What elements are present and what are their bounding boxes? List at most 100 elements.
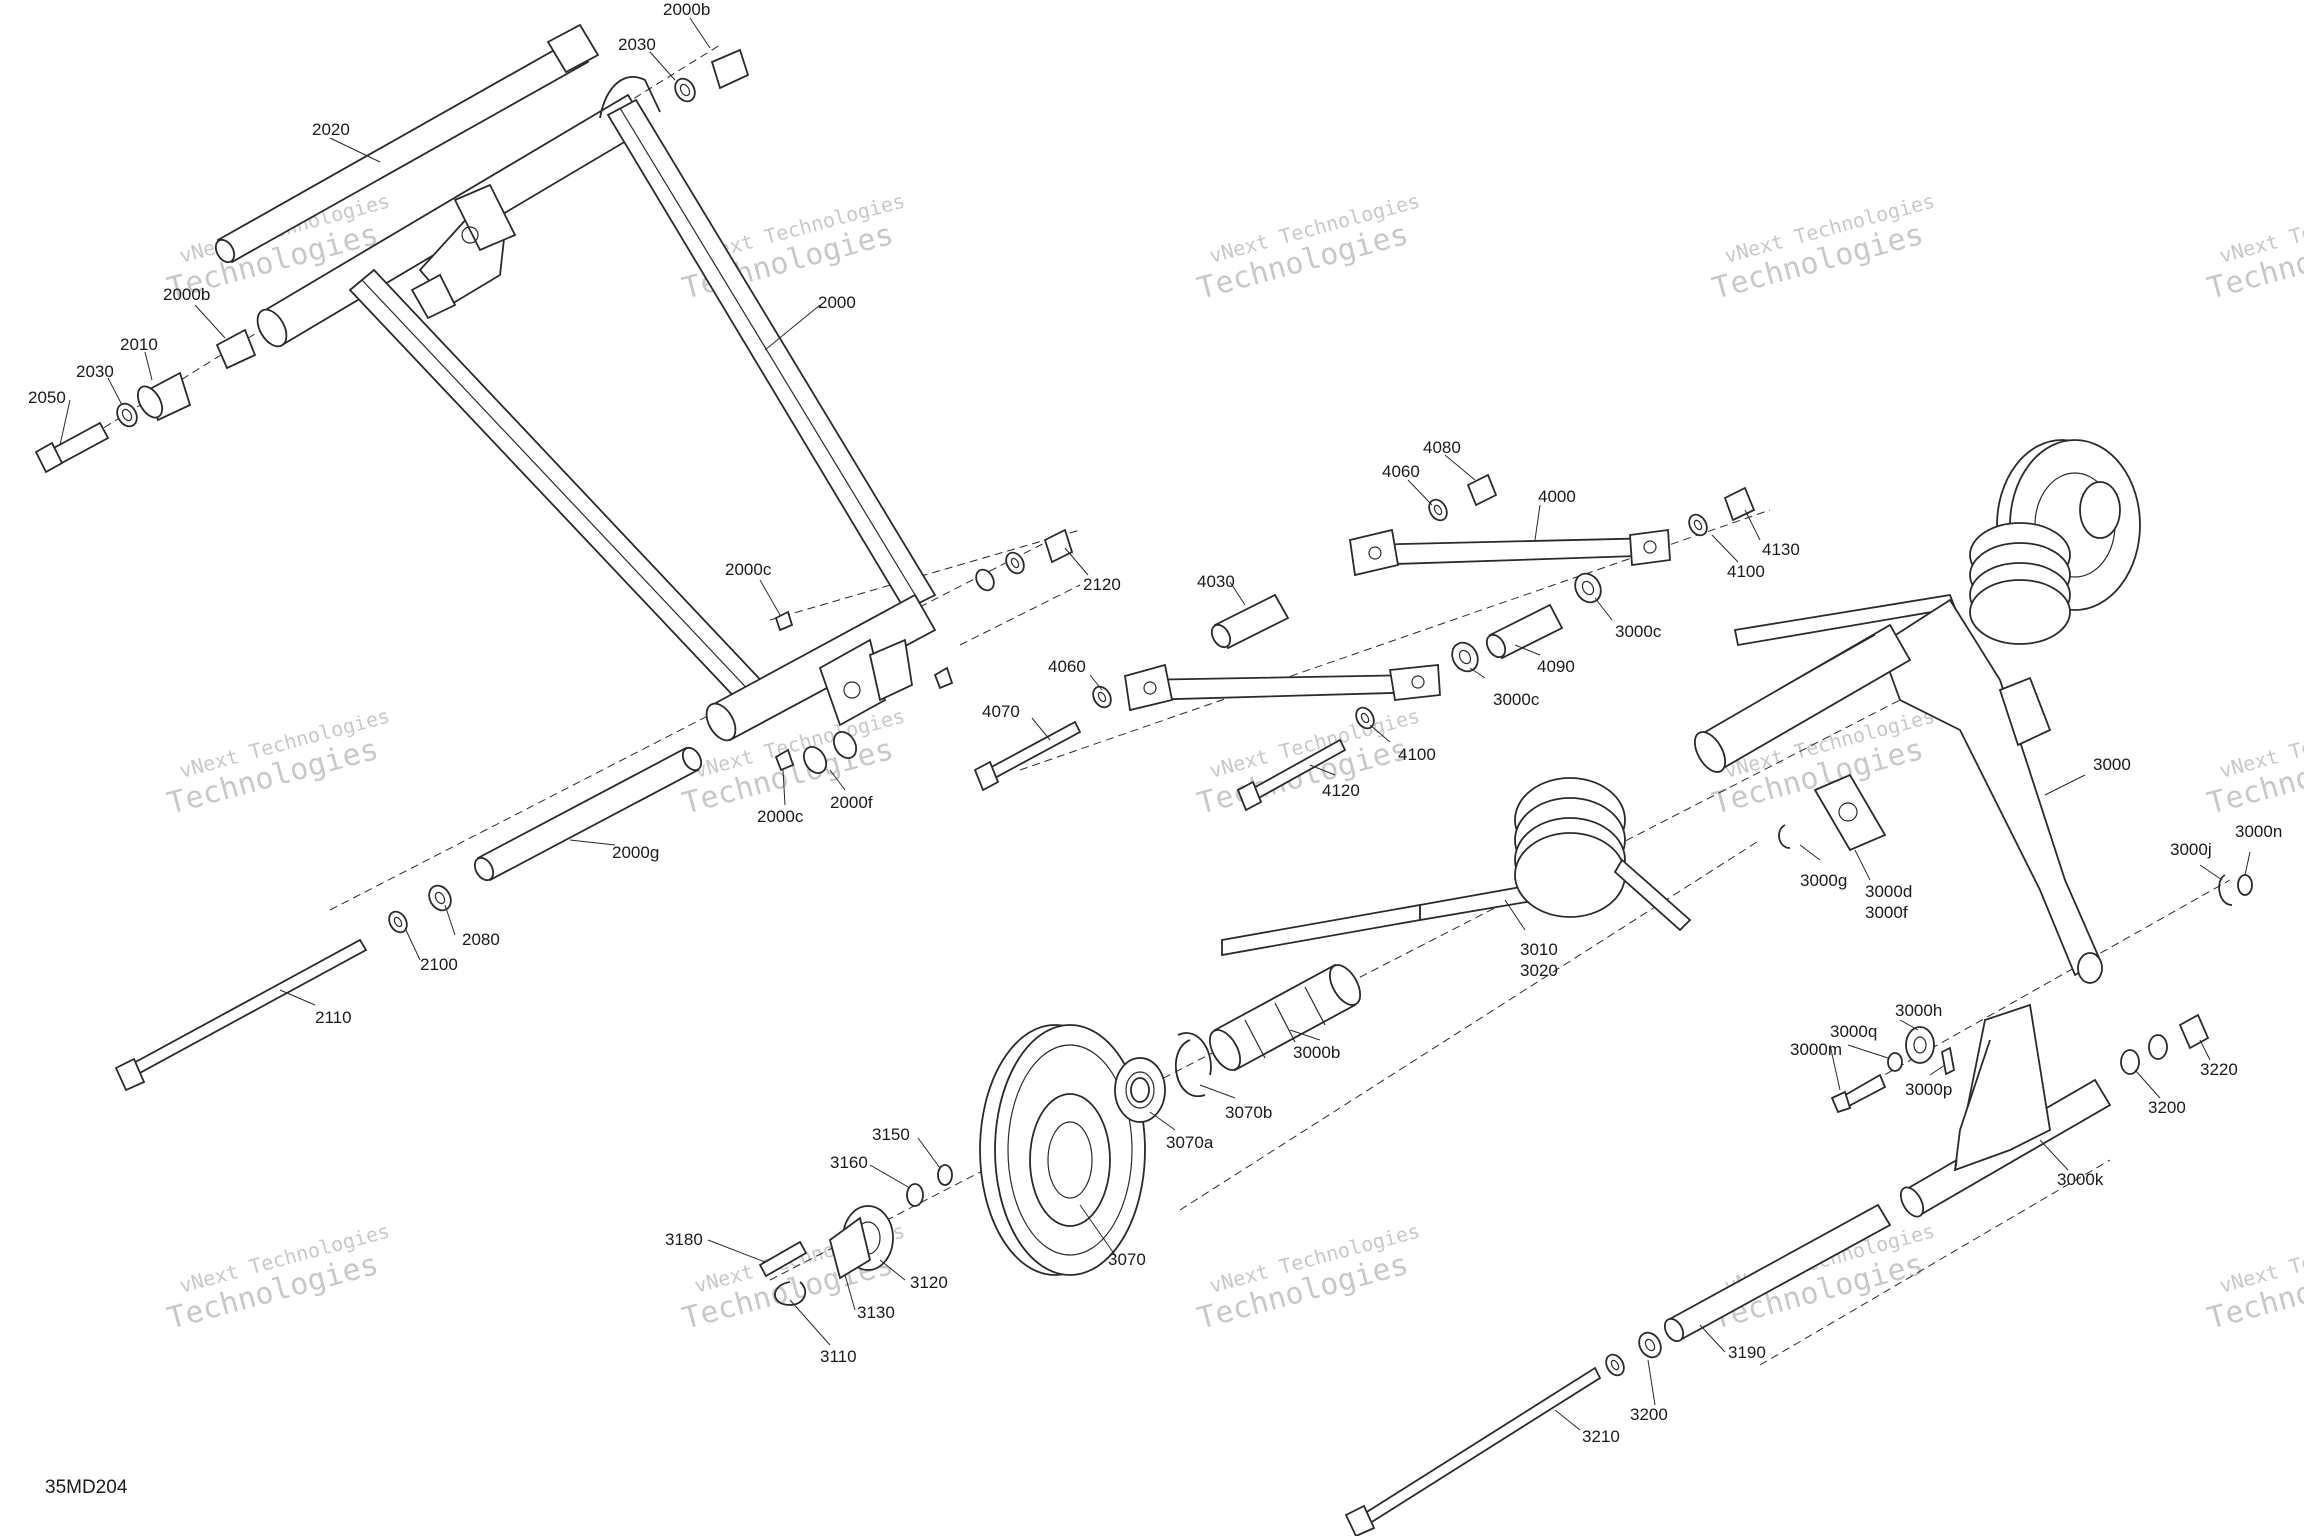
bolt-3210 [1344, 1366, 1602, 1536]
callout-3210: 3210 [1582, 1427, 1620, 1446]
callout-3070a: 3070a [1166, 1133, 1214, 1152]
callout-4100-top: 4100 [1727, 562, 1765, 581]
clip-3000j [2218, 874, 2233, 906]
nut-3150 [937, 1164, 953, 1186]
callout-4130: 4130 [1762, 540, 1800, 559]
pivot-shaft-2020 [214, 23, 600, 264]
callout-3000g: 3000g [1800, 871, 1847, 890]
callout-labels: 2000b 2030 2020 2000b 2010 2030 2050 200… [28, 0, 2282, 1446]
callout-3000: 3000 [2093, 755, 2131, 774]
links-4000 [973, 473, 1756, 812]
callout-2020: 2020 [312, 120, 350, 139]
washer-4100-mid [1355, 706, 1375, 730]
callout-3180: 3180 [665, 1230, 703, 1249]
callout-3000c-right: 3000c [1615, 622, 1662, 641]
callout-3070: 3070 [1108, 1250, 1146, 1269]
callout-2050: 2050 [28, 388, 66, 407]
callout-3000m: 3000m [1790, 1040, 1842, 1059]
callout-3150: 3150 [872, 1125, 910, 1144]
callout-2000f: 2000f [830, 793, 873, 812]
callout-4100-mid: 4100 [1398, 745, 1436, 764]
callout-3110: 3110 [820, 1347, 857, 1366]
callout-4120: 4120 [1322, 781, 1360, 800]
bracket-3130 [828, 1216, 872, 1280]
callout-2000: 2000 [818, 293, 856, 312]
callout-3160: 3160 [830, 1153, 868, 1172]
leader-lines [59, 17, 2251, 1431]
callout-3200-lower: 3200 [1630, 1405, 1668, 1424]
callout-3190: 3190 [1728, 1343, 1766, 1362]
hardware-2000c-2000f [774, 528, 1074, 775]
callout-2110: 2110 [315, 1008, 352, 1027]
callout-3070b: 3070b [1225, 1103, 1272, 1122]
washer-4060-top [1428, 498, 1448, 522]
bushing-2000b-top [710, 48, 750, 90]
nut-3220 [2178, 1013, 2210, 1050]
washer-2030-left [116, 402, 138, 428]
callout-4090: 4090 [1537, 657, 1575, 676]
bolt-2110 [114, 938, 368, 1092]
circlip-3070b [1174, 1032, 1212, 1098]
callout-2030-left: 2030 [76, 362, 114, 381]
hub-cap-assembly [758, 1164, 953, 1306]
callout-3000c-left: 3000c [1493, 690, 1540, 709]
callout-3020: 3020 [1520, 961, 1558, 980]
callout-2080: 2080 [462, 930, 500, 949]
callout-3200-right: 3200 [2148, 1098, 2186, 1117]
callout-3000d: 3000d [1865, 882, 1912, 901]
callout-2120: 2120 [1083, 575, 1121, 594]
nut-3000h [1905, 1026, 1935, 1064]
washer-3200-lower [1638, 1331, 1662, 1359]
washer-2030-top [674, 77, 696, 103]
callout-2000b-top: 2000b [663, 0, 710, 19]
bracket-3000k [1830, 1003, 2210, 1218]
callout-3000q: 3000q [1830, 1022, 1877, 1041]
clip-3110 [774, 1281, 807, 1306]
washer-3000q [1887, 1052, 1903, 1072]
washer-3200-right [2120, 1049, 2140, 1075]
callout-3000n: 3000n [2235, 822, 2282, 841]
frame-3000 [1693, 439, 2253, 984]
callout-3000h: 3000h [1895, 1001, 1942, 1020]
callout-4060-top: 4060 [1382, 462, 1420, 481]
callout-3130: 3130 [857, 1303, 895, 1322]
callout-2010: 2010 [120, 335, 158, 354]
shaft-2000g [388, 746, 703, 934]
callout-2000g: 2000g [612, 843, 659, 862]
callout-2000c-bottom: 2000c [757, 807, 804, 826]
washer-3000n [2237, 874, 2253, 896]
bushing-2000b-left [215, 328, 257, 370]
callout-3000j: 3000j [2170, 840, 2212, 859]
bolt-4070 [984, 720, 1082, 782]
a-arm-assembly [256, 76, 937, 742]
hardware-upper-left [34, 48, 750, 474]
clip-3000g [1778, 824, 1791, 849]
bushing-3000c-a [1451, 641, 1479, 673]
bolt-3180 [758, 1240, 808, 1278]
callout-3000p: 3000p [1905, 1080, 1952, 1099]
callout-2100: 2100 [420, 955, 458, 974]
wheel-3070 [979, 1024, 1146, 1276]
sleeve-3000b [1208, 963, 1362, 1072]
callout-2000b-left: 2000b [163, 285, 210, 304]
spring-3010 [1221, 777, 1692, 957]
callout-4080: 4080 [1423, 438, 1461, 457]
callout-3000k: 3000k [2057, 1170, 2104, 1189]
bearing-3070a [1114, 1057, 1166, 1123]
shaft-3190 [1605, 1203, 1892, 1377]
washer-4060-mid [1092, 685, 1112, 709]
callout-3000b: 3000b [1293, 1043, 1340, 1062]
callout-3000f: 3000f [1865, 903, 1908, 922]
callout-2000c-top: 2000c [725, 560, 772, 579]
callout-4060-mid: 4060 [1048, 657, 1086, 676]
washer-4100-top [1688, 513, 1708, 537]
nut-4130 [1723, 486, 1756, 522]
pin-3000p [1940, 1046, 1956, 1076]
